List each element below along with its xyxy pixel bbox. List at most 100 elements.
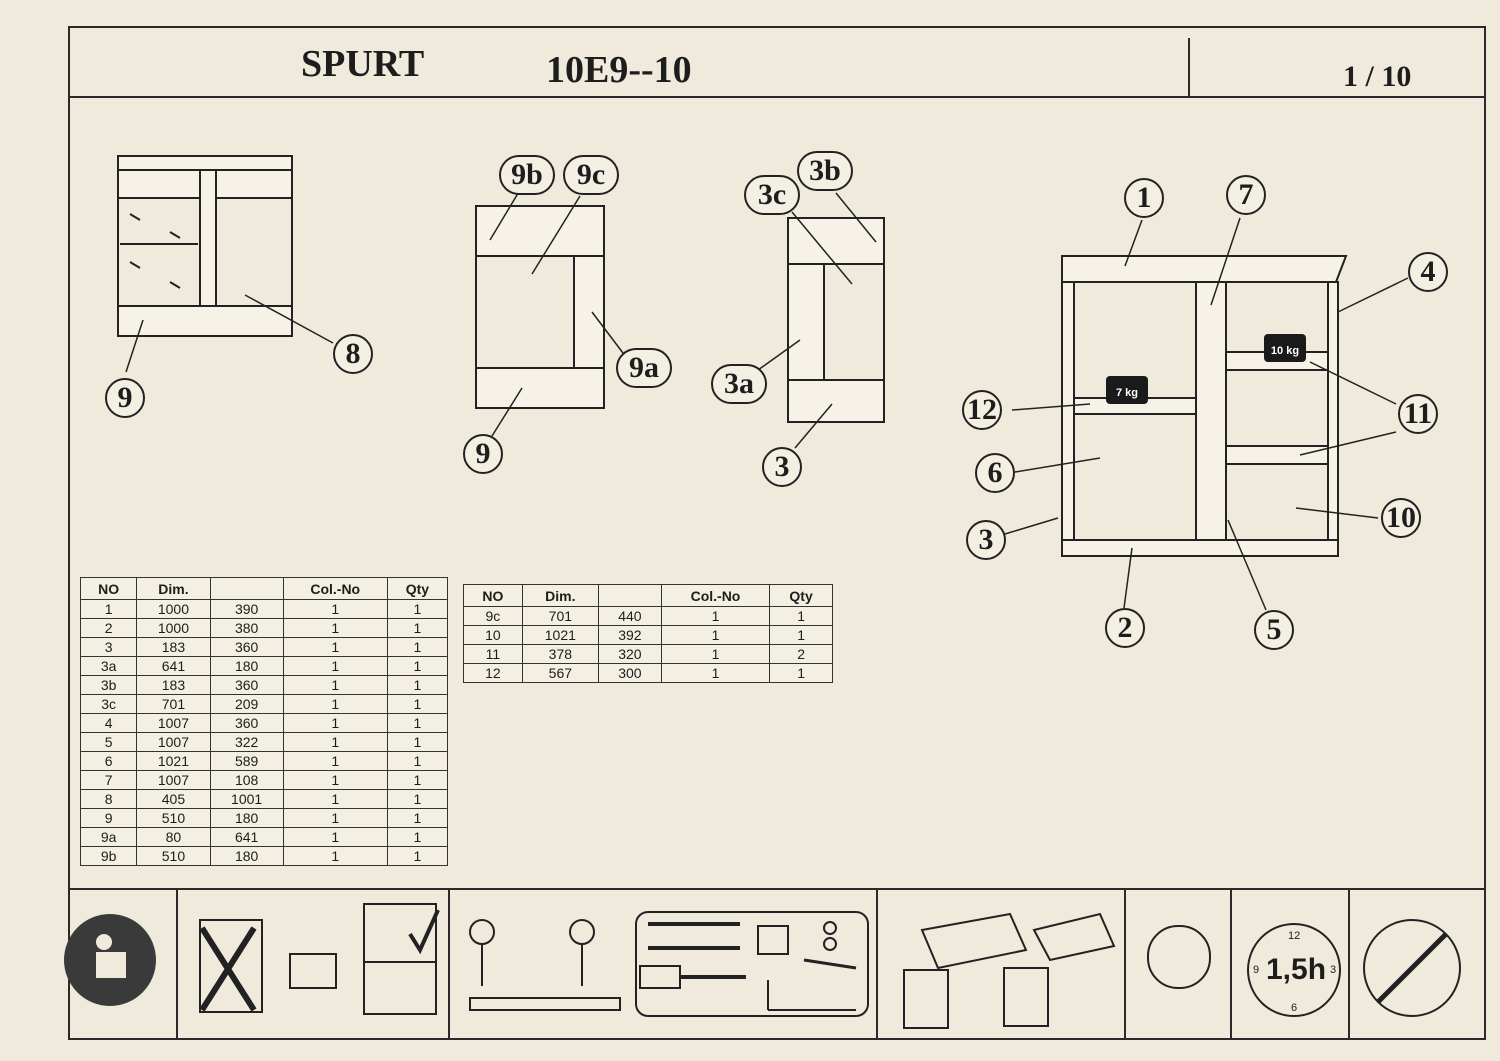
table-cell: 1 <box>769 663 833 683</box>
table-cell: 360 <box>209 675 284 695</box>
door-panel-9-drawing <box>475 189 627 437</box>
table-cell: 12 <box>463 663 523 683</box>
table-cell: 510 <box>136 808 211 828</box>
callout-9c: 9c <box>563 155 619 195</box>
table-cell: 1 <box>386 751 449 771</box>
table-cell: 300 <box>597 663 662 683</box>
door-panel-3-drawing <box>757 192 885 449</box>
table-cell: 183 <box>136 637 211 657</box>
table-cell: 440 <box>597 606 662 626</box>
table-cell: 7 <box>79 770 138 790</box>
table-cell: 1007 <box>136 732 211 752</box>
table-cell: 405 <box>136 789 211 809</box>
bottom-pictograms <box>64 903 1461 1029</box>
product-code: 10E9--10 <box>546 49 692 91</box>
table-cell: 209 <box>209 694 284 714</box>
tools-panel <box>635 911 869 1017</box>
table-cell: 701 <box>521 606 599 626</box>
table-cell: 1021 <box>521 625 599 645</box>
table-cell: 4 <box>79 713 138 733</box>
table-cell: 180 <box>209 808 284 828</box>
table-cell: 180 <box>209 656 284 676</box>
table-cell: 9b <box>79 846 138 866</box>
callout-3: 3 <box>966 520 1006 560</box>
table-cell: 3 <box>79 637 138 657</box>
column-header: Dim. <box>521 584 599 607</box>
table-cell: 1007 <box>136 770 211 790</box>
callout-9-door: 9 <box>463 434 503 474</box>
table-cell: 360 <box>209 713 284 733</box>
table-cell: 322 <box>209 732 284 752</box>
table-cell: 108 <box>209 770 284 790</box>
table-cell: 1 <box>660 663 771 683</box>
table-cell: 1 <box>282 846 388 866</box>
callout-9a: 9a <box>616 348 672 388</box>
table-cell: 1 <box>282 713 388 733</box>
table-cell: 360 <box>209 637 284 657</box>
table-cell: 1 <box>660 606 771 626</box>
table-cell: 2 <box>79 618 138 638</box>
callout-3a: 3a <box>711 364 767 404</box>
table-cell: 1 <box>282 732 388 752</box>
page-number: 1 / 10 <box>1343 60 1412 93</box>
callout-3c: 3c <box>744 175 800 215</box>
callout-3-door: 3 <box>762 447 802 487</box>
clock-icon <box>1247 923 1341 1017</box>
tape-measure-icon <box>757 925 789 955</box>
table-cell: 2 <box>769 644 833 664</box>
callout-10: 10 <box>1381 498 1421 538</box>
pliers-icon <box>803 958 857 970</box>
incorrect-floor-icon <box>1032 912 1116 962</box>
callout-7: 7 <box>1226 175 1266 215</box>
column-header: Dim. <box>136 577 211 600</box>
incorrect-assembly-icon <box>1003 967 1049 1027</box>
table-cell: 1 <box>282 656 388 676</box>
callout-2: 2 <box>1105 608 1145 648</box>
column-header: NO <box>79 577 138 600</box>
table-cell: 1 <box>282 808 388 828</box>
table-cell: 1 <box>386 675 449 695</box>
table-cell: 1 <box>386 637 449 657</box>
table-cell: 641 <box>209 827 284 847</box>
table-cell: 5 <box>79 732 138 752</box>
table-cell: 6 <box>79 751 138 771</box>
table-cell: 1 <box>282 770 388 790</box>
callout-5: 5 <box>1254 610 1294 650</box>
table-cell: 1 <box>386 618 449 638</box>
table-cell: 8 <box>79 789 138 809</box>
header-divider <box>1188 38 1190 98</box>
cabinet-carcass-drawing <box>1004 217 1409 611</box>
column-header: NO <box>463 584 523 607</box>
table-cell: 380 <box>209 618 284 638</box>
table-cell: 1 <box>386 732 449 752</box>
table-cell: 641 <box>136 656 211 676</box>
table-cell: 390 <box>209 599 284 619</box>
table-cell: 1 <box>386 713 449 733</box>
table-cell: 11 <box>463 644 523 664</box>
table-cell: 1 <box>282 618 388 638</box>
table-cell: 1 <box>386 827 449 847</box>
column-header: Qty <box>769 584 833 607</box>
table-cell: 80 <box>136 827 211 847</box>
table-cell: 1000 <box>136 618 211 638</box>
table-cell: 9a <box>79 827 138 847</box>
correct-assembly-icon <box>903 969 949 1029</box>
table-cell: 1000 <box>136 599 211 619</box>
table-cell: 1 <box>386 808 449 828</box>
instruction-sheet <box>68 26 1486 1040</box>
bottom-band <box>68 888 1486 1040</box>
column-header <box>209 577 284 600</box>
